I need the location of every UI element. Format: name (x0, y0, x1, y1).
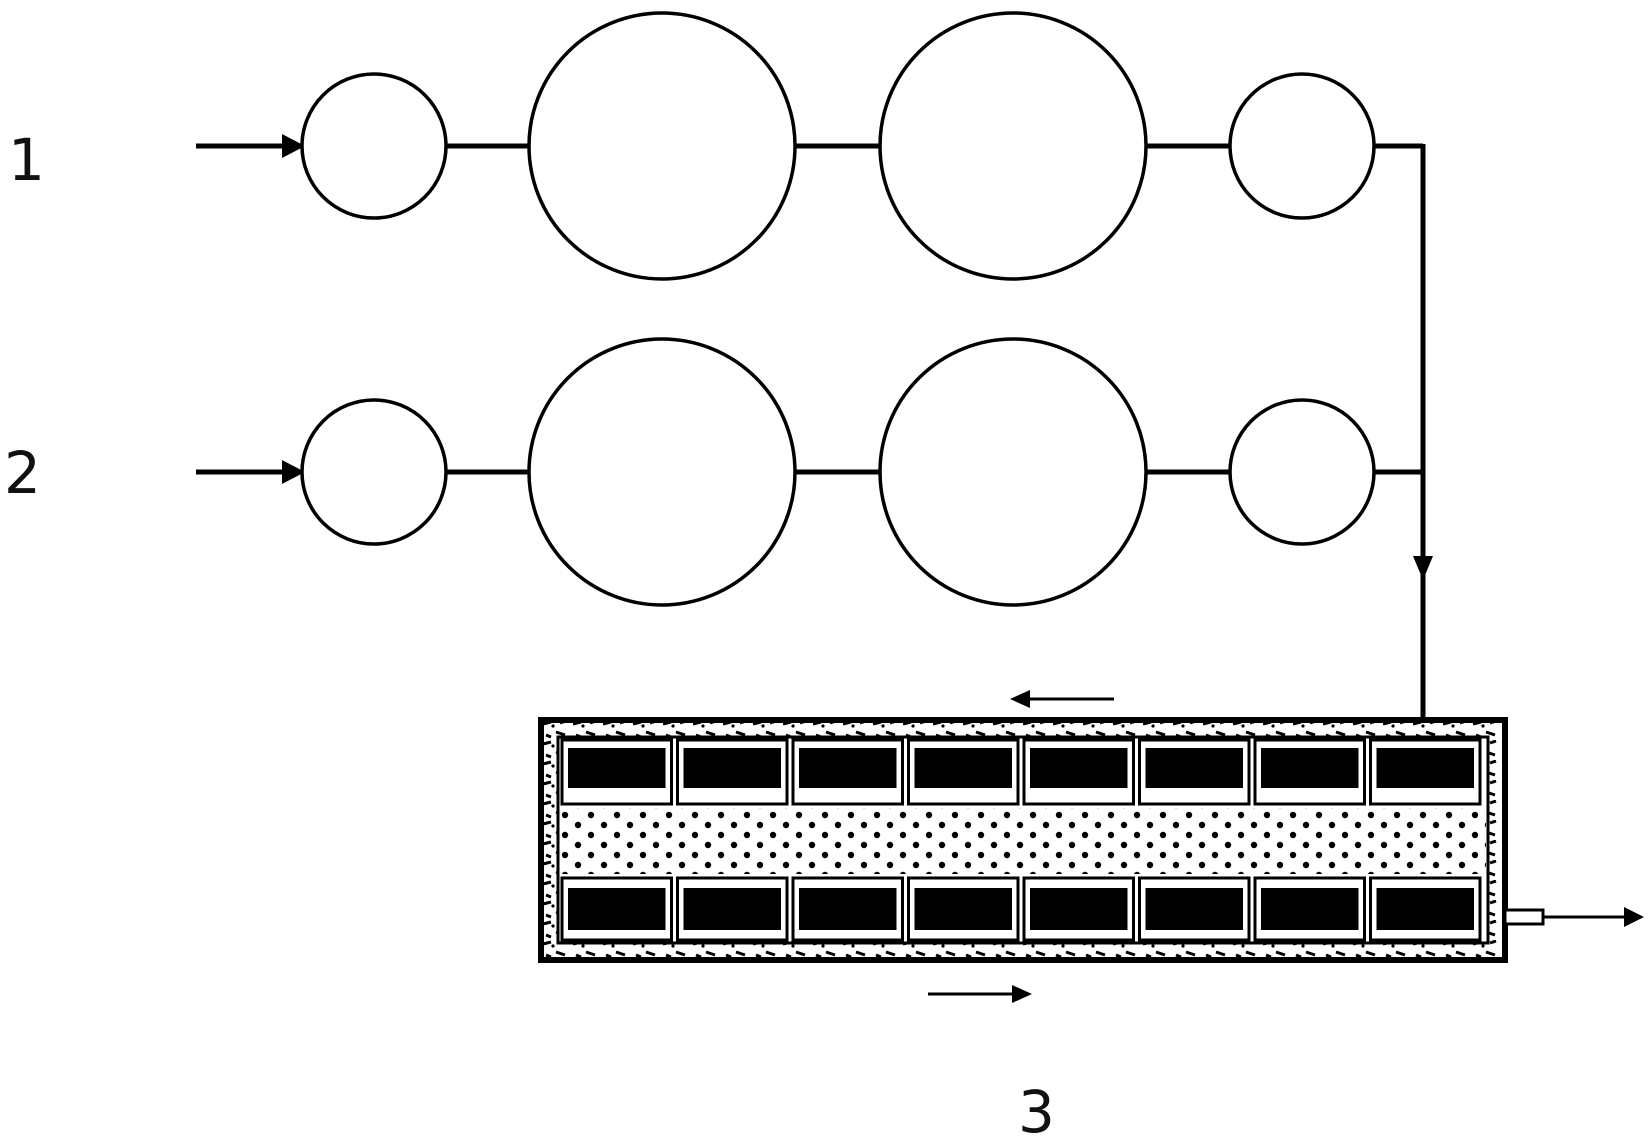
label-line-2: 2 (4, 439, 41, 507)
bottom-block-row (560, 876, 1482, 942)
unit-2c (878, 337, 1148, 607)
flow-arrow-top (1010, 690, 1114, 708)
unit-2d (1228, 398, 1376, 546)
bottom-block-4 (914, 888, 1012, 930)
process-line-2 (196, 337, 1423, 607)
label-reactor: 3 (1018, 1078, 1055, 1139)
top-block-2 (683, 748, 781, 788)
unit-2a (300, 398, 448, 546)
bottom-block-2 (683, 888, 781, 930)
bottom-block-6 (1145, 888, 1243, 930)
top-block-row (560, 738, 1482, 806)
inlet-arrowhead-2 (282, 460, 305, 484)
catalyst-dot-layer (560, 808, 1486, 874)
top-block-1 (568, 748, 666, 788)
reactor-bed (538, 717, 1508, 963)
bottom-block-5 (1030, 888, 1128, 930)
bottom-block-7 (1261, 888, 1359, 930)
process-line-1 (196, 11, 1423, 281)
unit-2b (527, 337, 797, 607)
top-block-3 (799, 748, 897, 788)
top-block-8 (1376, 748, 1474, 788)
flow-arrow-bottom (928, 985, 1032, 1003)
top-block-5 (1030, 748, 1128, 788)
unit-1c (878, 11, 1148, 281)
label-line-1: 1 (8, 126, 45, 194)
outlet-arrow (1503, 907, 1644, 927)
inlet-arrowhead-1 (282, 134, 305, 158)
header-pipe (1413, 144, 1433, 722)
unit-1d (1228, 72, 1376, 220)
top-block-6 (1145, 748, 1243, 788)
bottom-block-3 (799, 888, 897, 930)
bottom-block-8 (1376, 888, 1474, 930)
header-arrowhead (1413, 556, 1433, 580)
unit-1b (527, 11, 797, 281)
top-block-7 (1261, 748, 1359, 788)
unit-1a (300, 72, 448, 220)
top-block-4 (914, 748, 1012, 788)
bottom-block-1 (568, 888, 666, 930)
